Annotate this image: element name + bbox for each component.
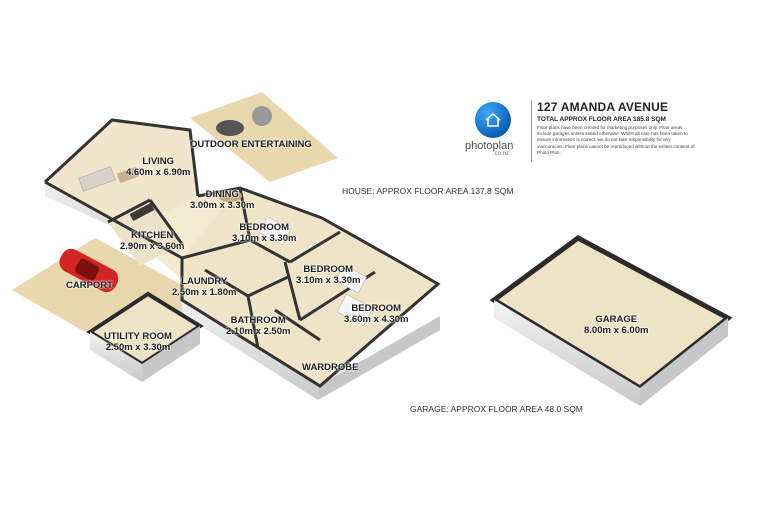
total-floor-area: TOTAL APPROX FLOOR AREA 185.8 SQM [537,116,666,123]
house-wall-side-east [318,316,440,400]
house-area-note: HOUSE: APPROX FLOOR AREA 137.8 SQM [342,186,514,196]
bed-1 [258,216,292,246]
room-size: 2.10m x 2.50m [226,326,291,337]
bedroom-wing-floor [182,188,438,386]
room-name: WARDROBE [302,362,359,373]
umbrella [252,106,272,126]
garage-floor [489,235,733,392]
coffee-table [116,166,140,184]
room-utility: UTILITY ROOM 2.50m x 3.30m [104,331,172,353]
logo-subtext: .co.nz [493,151,510,157]
room-size: 3.00m x 3.30m [190,200,255,211]
room-size: 2.50m x 1.80m [172,287,237,298]
room-name: LIVING [142,156,175,167]
room-name: BEDROOM [239,222,290,233]
room-living: LIVING 4.60m x 6.90m [126,156,190,178]
kitchen-floor [108,200,182,266]
room-name: CARPORT [66,280,113,291]
garage-area-note: GARAGE: APPROX FLOOR AREA 48.0 SQM [410,404,583,414]
room-size: 2.50m x 3.30m [105,342,171,353]
bed-2 [334,264,368,294]
kitchen-bench [129,202,155,222]
room-size: 3.10m x 3.30m [232,233,297,244]
room-name: KITCHEN [131,230,174,241]
photoplan-logo: photoplan .co.nz [465,102,525,162]
sofa [78,166,116,192]
room-bathroom: BATHROOM 2.10m x 2.50m [226,315,290,337]
garage-wall-side-east [640,318,728,406]
room-garage: GARAGE 8.00m x 6.00m [584,314,648,336]
room-size: 2.90m x 3.60m [120,241,185,252]
room-name: GARAGE [595,314,638,325]
room-size: 3.10m x 3.30m [296,275,361,286]
room-laundry: LAUNDRY 2.50m x 1.80m [172,276,236,298]
car [59,248,119,293]
room-outdoor: OUTDOOR ENTERTAINING [190,139,312,150]
bed-3 [336,293,374,327]
utility-wall-side-east [142,326,200,382]
logo-text: photoplan [465,140,514,152]
room-size: 4.60m x 6.90m [126,167,191,178]
room-name: DINING [205,189,239,200]
dining-table [218,190,242,202]
room-name: BEDROOM [303,264,354,275]
room-bedroom-1: BEDROOM 3.10m x 3.30m [232,222,296,244]
room-kitchen: KITCHEN 2.90m x 3.60m [120,230,184,252]
house-icon [485,112,501,127]
room-size: 3.60m x 4.30m [344,314,409,325]
garage-wall-side [494,300,640,406]
disclaimer-text: Floor plans have been created for market… [537,125,695,155]
room-name: UTILITY ROOM [104,331,172,342]
room-name: BATHROOM [230,315,286,326]
room-name: LAUNDRY [181,276,228,287]
room-name: BEDROOM [351,303,402,314]
logo-badge [475,102,511,138]
property-address: 127 AMANDA AVENUE [537,100,669,114]
room-wardrobe: WARDROBE [302,362,358,373]
utility-wall-side [90,332,142,382]
header-divider [531,100,532,162]
outdoor-deck [190,92,338,182]
room-bedroom-2: BEDROOM 3.10m x 3.30m [296,264,360,286]
room-dining: DINING 3.00m x 3.30m [190,189,254,211]
room-name: OUTDOOR ENTERTAINING [190,139,312,150]
house-wall-side-south [182,300,318,400]
room-size: 8.00m x 6.00m [584,325,649,336]
room-bedroom-3: BEDROOM 3.60m x 4.30m [344,303,408,325]
room-carport: CARPORT [66,280,113,291]
outdoor-table [216,120,244,136]
header: photoplan .co.nz 127 AMANDA AVENUE TOTAL… [465,98,705,168]
